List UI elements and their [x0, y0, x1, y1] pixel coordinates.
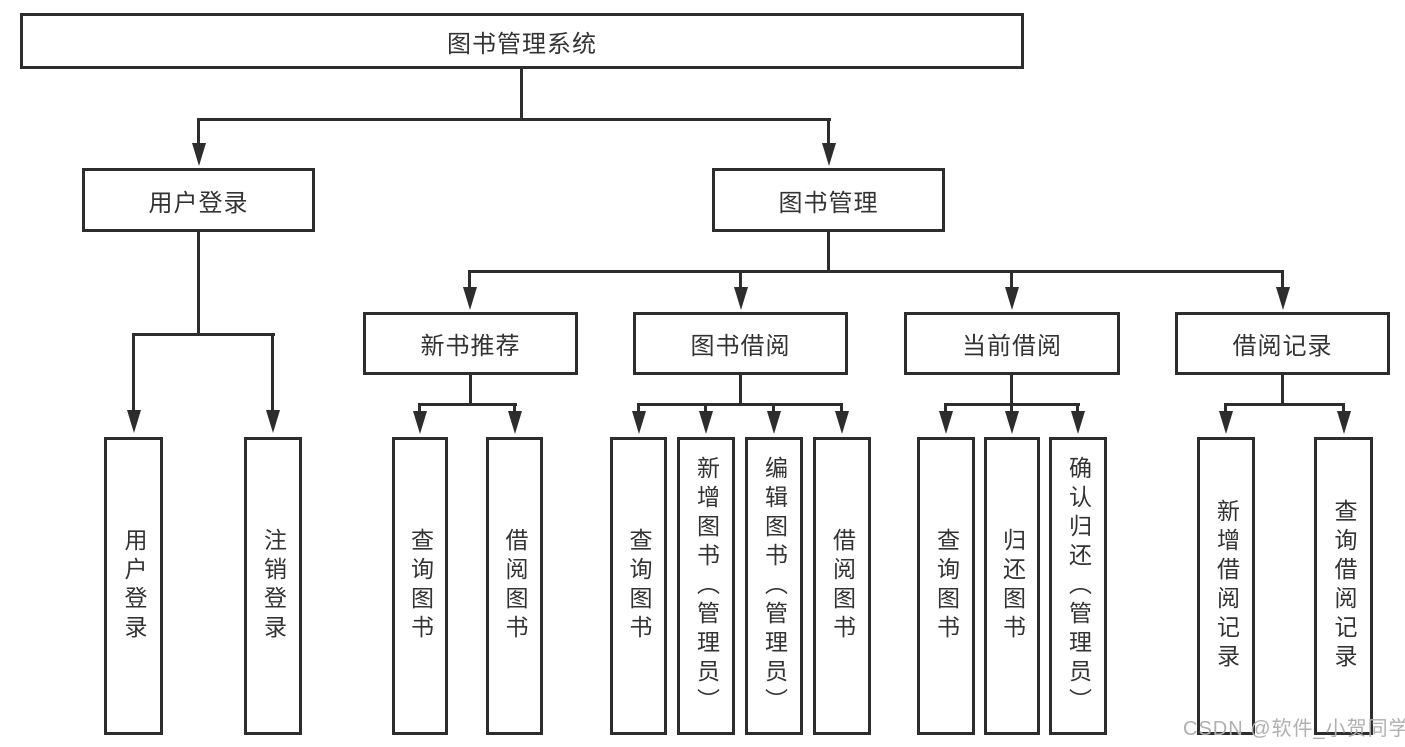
connector-line [132, 333, 275, 336]
node-current-borrow: 当前借阅 [904, 312, 1120, 375]
arrowhead-down [1337, 411, 1351, 434]
arrowhead-down [127, 410, 141, 433]
connector-line [1224, 403, 1345, 406]
leaf-user-login: 用户登录 [104, 437, 163, 735]
connector-line [468, 270, 471, 287]
connector-line [513, 403, 516, 413]
leaf-add-borrow-record: 新增借阅记录 [1197, 437, 1255, 735]
connector-line [132, 333, 135, 412]
arrowhead-down [1276, 287, 1290, 310]
node-new-book-recommend: 新书推荐 [363, 312, 578, 375]
arrowhead-down [632, 411, 646, 434]
connector-line [739, 375, 742, 406]
node-borrow-records: 借阅记录 [1175, 312, 1390, 375]
leaf-borrow-books-borrow: 借阅图书 [813, 437, 871, 735]
arrowhead-down [1005, 411, 1019, 434]
leaf-return-books: 归还图书 [984, 437, 1040, 735]
csdn-watermark: CSDN @软件_小贺同学 [1183, 718, 1405, 740]
arrowhead-down [767, 411, 781, 434]
node-library-management-system: 图书管理系统 [20, 13, 1024, 69]
leaf-query-borrow-record: 查询借阅记录 [1314, 437, 1373, 735]
connector-line [1342, 403, 1345, 413]
node-book-borrow: 图书借阅 [633, 312, 848, 375]
node-book-management: 图书管理 [712, 168, 945, 232]
leaf-edit-books-admin: 编辑图书（管理员） [745, 437, 803, 735]
arrowhead-down [1005, 287, 1019, 310]
arrowhead-down [939, 411, 953, 434]
connector-line [418, 403, 421, 413]
arrowhead-down [734, 287, 748, 310]
connector-line [1076, 403, 1079, 413]
connector-line [1010, 375, 1013, 406]
connector-line [1224, 403, 1227, 413]
leaf-query-books-borrow: 查询图书 [610, 437, 667, 735]
connector-line [637, 403, 640, 413]
leaf-query-books-current: 查询图书 [917, 437, 975, 735]
connector-line [637, 403, 843, 406]
leaf-borrow-books-newbook: 借阅图书 [486, 437, 543, 735]
arrowhead-down [413, 411, 427, 434]
leaf-query-books-newbook: 查询图书 [392, 437, 448, 735]
connector-line [1281, 270, 1284, 287]
arrowhead-down [192, 143, 206, 166]
connector-line [1010, 270, 1013, 287]
connector-line [197, 118, 831, 121]
arrowhead-down [266, 410, 280, 433]
connector-line [197, 232, 200, 336]
connector-line [704, 403, 707, 413]
connector-line [271, 333, 274, 412]
connector-line [827, 232, 830, 273]
connector-line [1281, 375, 1284, 406]
connector-line [418, 403, 517, 406]
connector-line [197, 118, 200, 145]
leaf-add-books-admin: 新增图书（管理员） [677, 437, 735, 735]
leaf-logout: 注销登录 [244, 437, 302, 735]
connector-line [944, 403, 947, 413]
arrowhead-down [835, 411, 849, 434]
arrowhead-down [1071, 411, 1085, 434]
leaf-confirm-return-admin: 确认归还（管理员） [1049, 437, 1107, 735]
connector-line [468, 270, 1284, 273]
connector-line [1010, 403, 1013, 413]
node-user-login: 用户登录 [82, 168, 315, 232]
connector-line [520, 69, 523, 120]
connector-line [827, 118, 830, 145]
connector-line [739, 270, 742, 287]
arrowhead-down [699, 411, 713, 434]
arrowhead-down [822, 143, 836, 166]
connector-line [469, 375, 472, 406]
arrowhead-down [1219, 411, 1233, 434]
arrowhead-down [463, 287, 477, 310]
connector-line [840, 403, 843, 413]
arrowhead-down [508, 411, 522, 434]
connector-line [772, 403, 775, 413]
